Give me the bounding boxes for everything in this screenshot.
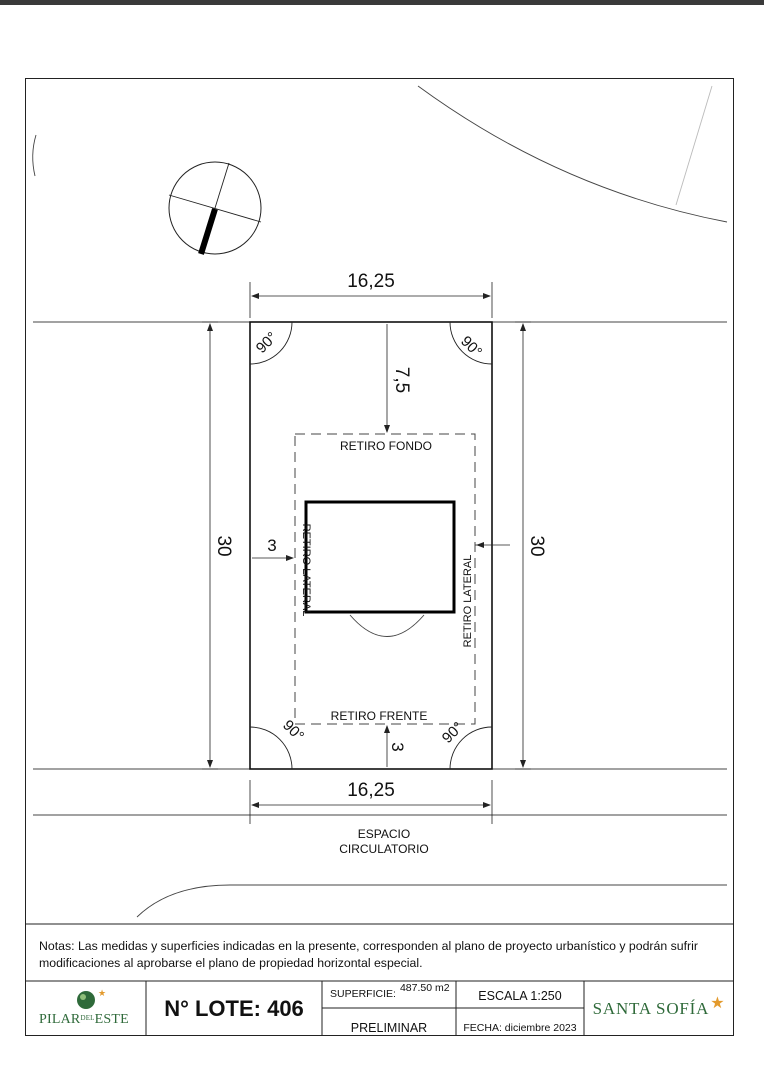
retiro-frente-dim-label: 3 [388,742,407,751]
setback-outline [294,433,476,725]
retiro-lateral-dim-label: 3 [267,536,276,555]
superficie-label: SUPERFICIE: [330,988,396,1000]
lot-number: N° LOTE: 406 [164,996,304,1021]
santa-sofia-wordmark: SANTA SOFÍA [592,999,710,1018]
retiro-lateral-right-label: RETIRO LATERAL [462,555,474,648]
svg-text:★: ★ [98,988,106,998]
top-width-label: 16,25 [347,271,395,292]
superficie-cell: SUPERFICIE:487.50 m2 [322,982,456,1009]
drawing-frame [25,78,734,1036]
bottom-width-label: 16,25 [347,780,395,801]
retiro-lateral-left-label: RETIRO LATERAL [300,524,312,617]
fecha-cell: FECHA: diciembre 2023 [463,1022,577,1034]
angle-label-top-left: 90° [253,329,281,357]
santa-sofia-brand: SANTA SOFÍA★ [584,982,734,1036]
left-arc-fragment [32,134,37,177]
door-swing-arc [349,614,425,637]
left-depth-label: 30 [213,535,234,556]
corner-angle-arcs [249,321,493,770]
superficie-value: 487.50 m2 [399,982,450,994]
retiro-fondo-dim-label: 7,5 [391,367,412,393]
star-icon: ★ [710,995,726,1012]
pilar-del-este-wordmark: PILARDELESTE [39,1012,129,1027]
angle-label-top-right: 90° [457,333,485,361]
top-bar [0,0,764,5]
espacio-label-line2: CIRCULATORIO [339,842,429,856]
notes-text: Notas: Las medidas y superficies indicad… [39,939,698,970]
lot-outline [249,321,493,770]
angle-label-bottom-right: 90° [439,719,467,747]
lower-curve-line [136,884,727,918]
curved-street-line [417,85,728,223]
title-block-grid [25,923,734,1036]
pilar-logo-icon: ★ [77,988,106,1009]
retiro-fondo-label: RETIRO FONDO [340,439,432,453]
espacio-label-line1: ESPACIO [358,827,410,841]
right-depth-label: 30 [526,535,547,556]
pilar-del-este-brand: PILARDELESTE [26,982,146,1036]
building-footprint [304,500,456,614]
retiro-frente-label: RETIRO FRENTE [331,709,428,723]
preliminar-cell: PRELIMINAR [350,1021,428,1035]
angle-label-bottom-left: 90° [279,717,307,745]
dimension-lines [202,282,531,824]
escala-cell: ESCALA 1:250 [478,988,562,1003]
north-compass-icon [168,161,262,255]
faint-diagonal-line [675,85,713,206]
